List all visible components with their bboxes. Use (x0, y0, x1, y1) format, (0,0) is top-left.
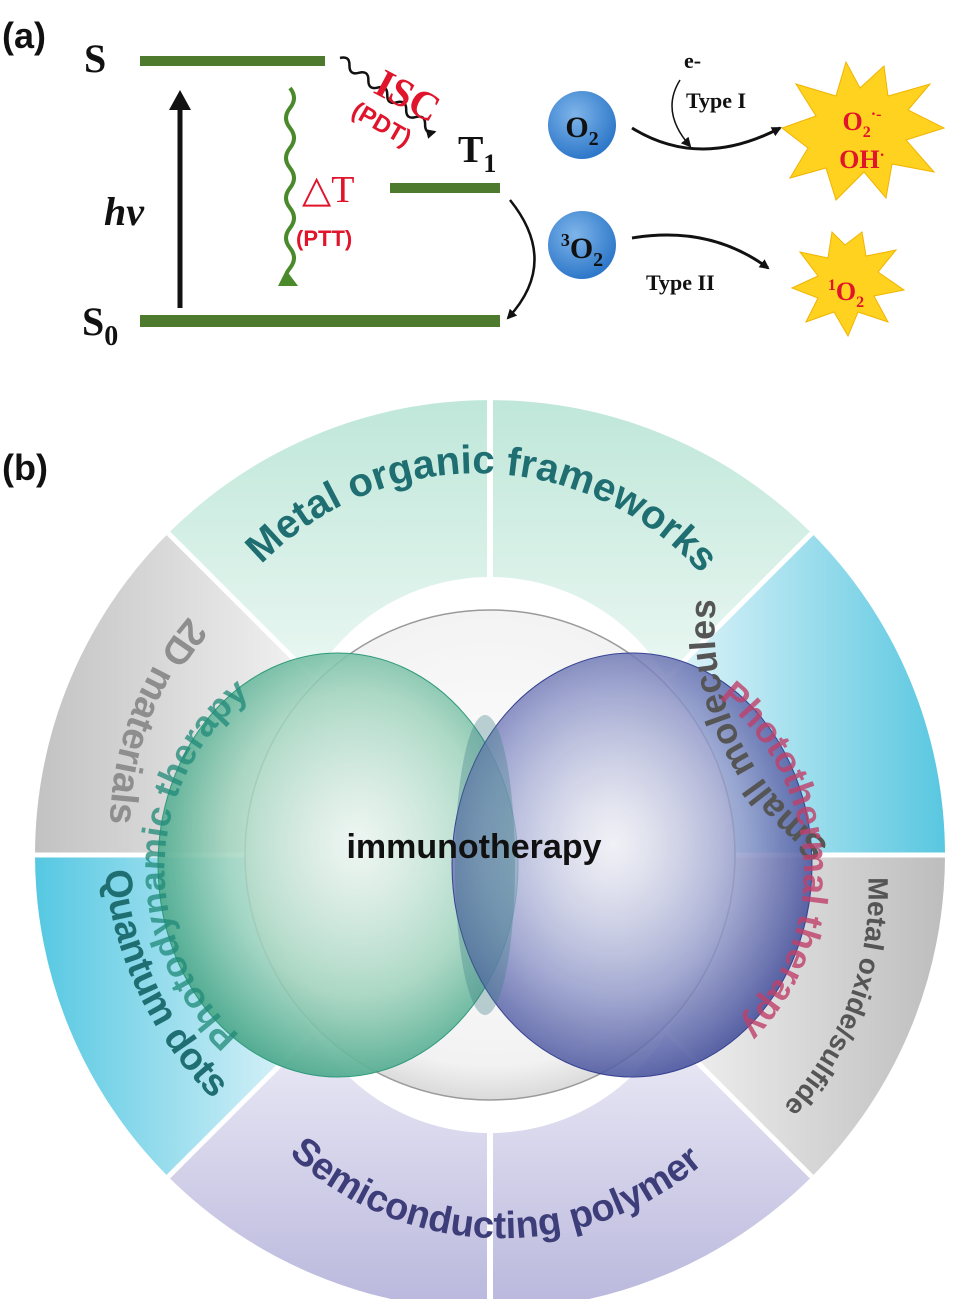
thermal-relaxation-arrow (277, 86, 299, 287)
label-immunotherapy: immunotherapy (346, 828, 601, 866)
triplet-o2-ball (548, 211, 616, 279)
label-s0: S0 (82, 299, 118, 352)
label-triplet-o2: 3O2 (561, 230, 603, 271)
level-t1 (390, 183, 500, 193)
t1-to-s0-arrow (506, 199, 536, 320)
label-s: S (84, 36, 106, 81)
label-electron: e- (684, 48, 701, 73)
o2-ball (548, 91, 616, 159)
label-o2: O2 (565, 111, 598, 150)
star-burst-type2 (790, 230, 906, 338)
panel-b-label: (b) (2, 447, 48, 488)
ptt-ellipse (451, 652, 813, 1078)
label-delta-t: △T (302, 169, 354, 211)
label-type1: Type I (686, 88, 746, 113)
label-type2: Type II (646, 270, 715, 295)
ellipse-overlap (455, 715, 515, 1015)
label-singlet-oxygen: 1O2 (828, 277, 864, 311)
label-ptt: (PTT) (296, 226, 352, 251)
electron-arrow (671, 79, 692, 148)
label-hydroxyl: OH· (839, 145, 885, 174)
type2-arrow (631, 233, 770, 270)
label-superoxide: O2·- (843, 106, 882, 141)
type1-arrow (631, 126, 782, 151)
star-burst-type1 (780, 60, 946, 201)
level-s (140, 56, 325, 66)
level-s0 (140, 315, 500, 327)
isc-arrow (339, 56, 437, 139)
panel-a-label: (a) (2, 15, 46, 56)
label-hv: hv (104, 189, 145, 234)
label-t1: T1 (458, 129, 496, 178)
